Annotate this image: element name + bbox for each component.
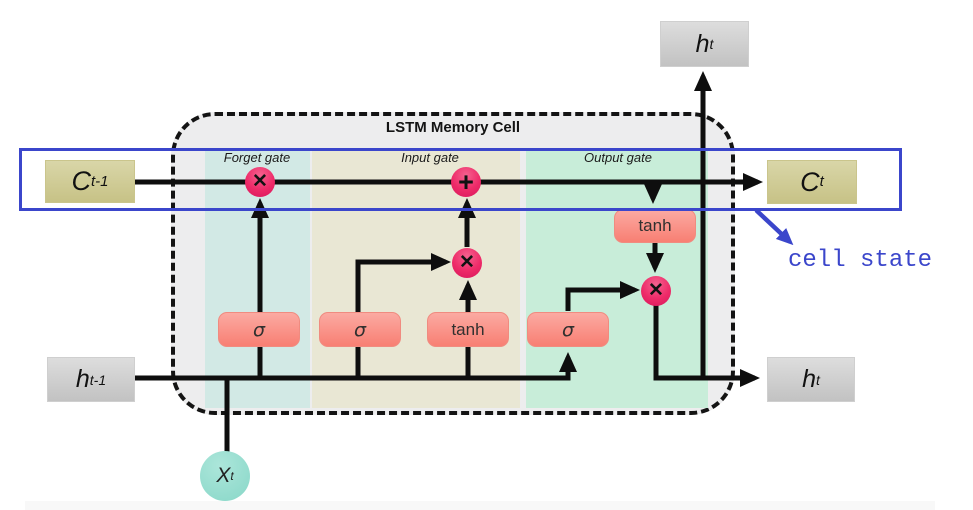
outmul-to-hout-line (653, 304, 760, 387)
forget-multiply-node: ✕ (245, 167, 275, 197)
output-sigma-box: σ (527, 312, 609, 347)
sigma-label: σ (353, 318, 367, 341)
io-label: h (802, 365, 816, 393)
output-multiply-node: ✕ (641, 276, 671, 306)
bottom-edge-shade (25, 501, 935, 510)
input-multiply-node: ✕ (452, 248, 482, 278)
sigma-label: σ (561, 318, 575, 341)
cell-title: LSTM Memory Cell (385, 119, 521, 136)
plus-icon: + (458, 167, 474, 197)
input-gate-label: Input gate (401, 150, 459, 165)
io-label: C (71, 166, 91, 196)
input-gate-strip (312, 150, 520, 408)
cell-state-annotation-label: cell state (788, 247, 933, 274)
input-sigma-box: σ (319, 312, 401, 347)
io-label: X (216, 464, 231, 487)
multiply-icon: ✕ (252, 171, 268, 192)
cell-state-annotation-rect (19, 148, 902, 211)
cell-state-annotation-arrow (754, 208, 794, 246)
output-gate-label: Output gate (584, 150, 652, 165)
multiply-icon: ✕ (459, 252, 475, 273)
forget-sigma-box: σ (218, 312, 300, 347)
sigma-label: σ (252, 318, 266, 341)
hidden-input-line (133, 352, 577, 381)
input-tanh-box: tanh (427, 312, 509, 347)
output-tanh-box: tanh (614, 209, 696, 243)
output-gate-strip (526, 150, 708, 408)
tanh-label: tanh (638, 216, 672, 235)
io-label: h (75, 365, 90, 393)
tanh-label: tanh (451, 319, 485, 339)
forget-gate-label: Forget gate (223, 150, 291, 165)
output-sigma-to-mul-line (565, 281, 640, 311)
input-add-node: + (451, 167, 481, 197)
io-label: C (800, 166, 820, 197)
io-label: h (695, 29, 710, 58)
multiply-icon: ✕ (648, 280, 664, 301)
